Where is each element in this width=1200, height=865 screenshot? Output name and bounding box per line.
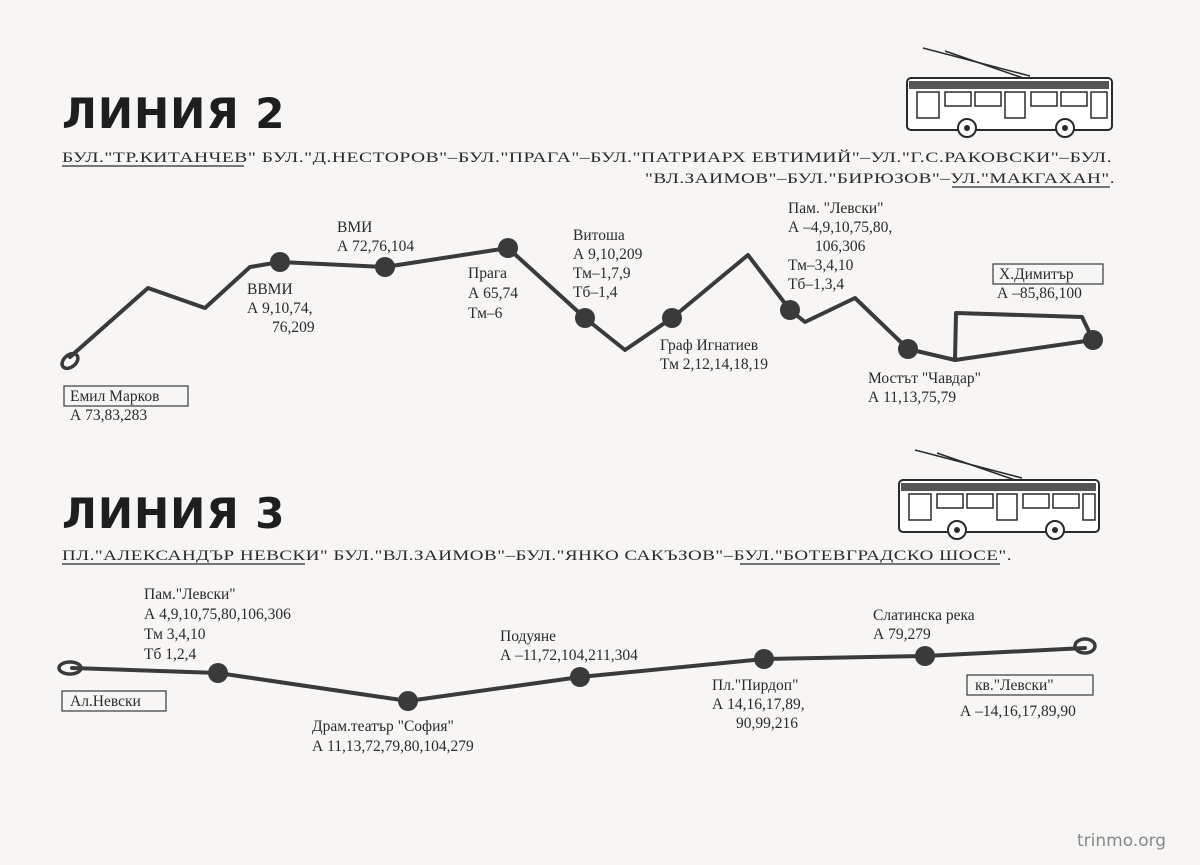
trolleybus-icon — [898, 449, 1100, 540]
line3-stop-poduyane — [570, 667, 590, 687]
line3-terminal-box-kv-levski — [966, 674, 1094, 696]
line3-stop-info: Тм 3,4,10 — [144, 626, 206, 643]
line2-route-line-2: "ВЛ.ЗАИМОВ"–БУЛ."БИРЮЗОВ"–УЛ."МАКГАХАН". — [645, 171, 1115, 187]
line2-stop-info: А 9,10,209 — [573, 246, 643, 263]
line2-stop-label-emil-markov: Емил Марков — [70, 388, 159, 405]
line2-stop-label-vmi: ВМИ — [337, 219, 372, 236]
line2-stop-label-praga: Прага — [468, 265, 507, 282]
line3-stop-label-pirdop: Пл."Пирдоп" — [712, 677, 798, 694]
line3-terminal-box-al-nevski — [61, 690, 167, 712]
line2-stop-info: А –4,9,10,75,80, — [788, 219, 892, 236]
line3-stop-dram-teatar — [398, 691, 418, 711]
line3-stop-info: А 11,13,72,79,80,104,279 — [312, 738, 474, 755]
line2-stop-label-vvmi: ВВМИ — [247, 281, 293, 298]
line3-stop-label-poduyane: Подуяне — [500, 628, 556, 645]
line2-stop-info: А 65,74 — [468, 285, 518, 302]
line2-stop-chavdar — [898, 339, 918, 359]
line2-stop-info: А 9,10,74, — [247, 300, 312, 317]
line2-stop-info: Тм–3,4,10 — [788, 257, 854, 274]
line2-stop-label-h-dimitar: Х.Димитър — [999, 266, 1074, 283]
line2-stop-info: Тм–1,7,9 — [573, 265, 631, 282]
line3-stop-label-slatinska-reka: Слатинска река — [873, 607, 975, 624]
line3-stop-info: А 14,16,17,89, — [712, 696, 805, 713]
line3-stop-info: А 79,279 — [873, 626, 931, 643]
line3-stop-pam-levski — [208, 663, 228, 683]
line2-stop-info: А 73,83,283 — [70, 407, 147, 424]
line3-stop-info: 90,99,216 — [736, 715, 798, 732]
line3-stop-info: А –11,72,104,211,304 — [500, 647, 638, 664]
line3-stop-info: А –14,16,17,89,90 — [960, 703, 1076, 720]
line3-stop-label-al-nevski: Ал.Невски — [70, 693, 141, 710]
trolleybus-icon — [906, 47, 1113, 138]
line3-stop-info: Тб 1,2,4 — [144, 646, 196, 663]
line3-route-line-1: ПЛ."АЛЕКСАНДЪР НЕВСКИ" БУЛ."ВЛ.ЗАИМОВ"–Б… — [62, 548, 1012, 564]
line3-end-loop — [1073, 637, 1097, 655]
line2-start-loop — [60, 351, 80, 371]
line2-stop-info: Тм 2,12,14,18,19 — [660, 356, 768, 373]
line2-route-line-1: БУЛ."ТР.КИТАНЧЕВ" БУЛ."Д.НЕСТОРОВ"–БУЛ."… — [62, 149, 1112, 166]
line2-stop-label-vitosha: Витоша — [573, 227, 625, 244]
watermark: trinmo.org — [1077, 831, 1166, 851]
line3-stop-label-dram-teatar: Драм.театър "София" — [312, 718, 454, 735]
line3-stop-label-pam-levski: Пам."Левски" — [144, 586, 236, 603]
line2-stop-vvmi — [270, 252, 290, 272]
line3-title: ЛИНИЯ 3 — [62, 489, 286, 538]
line2-track — [68, 246, 1095, 362]
line2-title: ЛИНИЯ 2 — [62, 89, 286, 138]
line2-stop-info: Тб–1,4 — [573, 284, 618, 301]
line2-stop-graf-ignatiev — [662, 308, 682, 328]
line2-stop-praga — [498, 238, 518, 258]
line3-stop-slatinska-reka — [915, 646, 935, 666]
line2-stop-label-chavdar: Мостът "Чавдар" — [868, 370, 981, 387]
line3-stop-info: А 4,9,10,75,80,106,306 — [144, 606, 291, 623]
line2-stop-vmi — [375, 257, 395, 277]
line2-stop-h-dimitar — [1083, 330, 1103, 350]
line2-stop-info: 76,209 — [272, 319, 315, 336]
line3-start-loop — [57, 660, 83, 676]
line3-stop-pirdop — [754, 649, 774, 669]
line2-stop-info: А 11,13,75,79 — [868, 389, 956, 406]
line2-stop-info: А 72,76,104 — [337, 238, 414, 255]
line2-stop-info: Тб–1,3,4 — [788, 276, 844, 293]
line2-stop-label-graf-ignatiev: Граф Игнатиев — [660, 337, 758, 354]
line2-stop-vitosha — [575, 308, 595, 328]
line2-stop-pam-levski — [780, 300, 800, 320]
line2-terminal-box-h-dimitar — [992, 263, 1104, 285]
line2-stop-info: Тм–6 — [468, 305, 503, 322]
line2-stop-info: А –85,86,100 — [997, 285, 1082, 302]
line2-stop-label-pam-levski: Пам. "Левски" — [788, 200, 884, 217]
line3-stop-label-kv-levski: кв."Левски" — [975, 677, 1054, 694]
line2-terminal-box-emil-markov — [63, 385, 189, 407]
line2-stop-info: 106,306 — [815, 238, 866, 255]
line2-end-loop — [953, 311, 1095, 362]
